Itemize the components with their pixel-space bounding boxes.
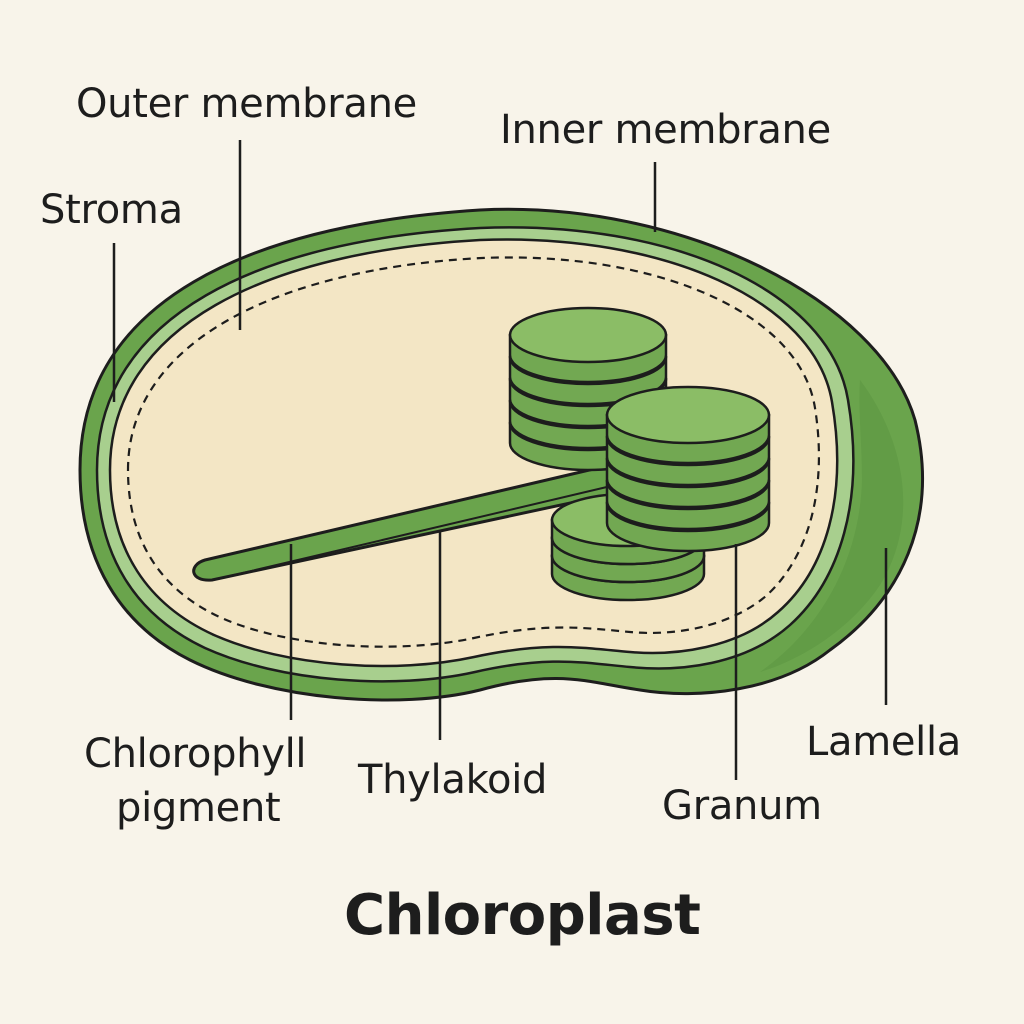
thylakoid-rod-inner-line [229,481,629,577]
granum-stack-right [605,385,771,553]
label-chlorophyll-line1: Chlorophyll [84,731,307,777]
label-lamella: Lamella [806,719,962,765]
label-inner-membrane: Inner membrane [500,107,831,153]
label-stroma: Stroma [40,187,183,233]
label-outer-membrane: Outer membrane [76,81,417,127]
stroma-dashed-boundary [126,256,821,648]
thylakoid-disc [605,385,771,445]
granum-stacks [508,306,771,602]
label-granum: Granum [662,783,822,829]
label-chlorophyll-line2: pigment [116,785,281,831]
diagram-title: Chloroplast [344,883,701,948]
thylakoid-disc [508,306,668,364]
outer-membrane-shade [760,380,904,672]
label-thylakoid: Thylakoid [358,757,548,803]
